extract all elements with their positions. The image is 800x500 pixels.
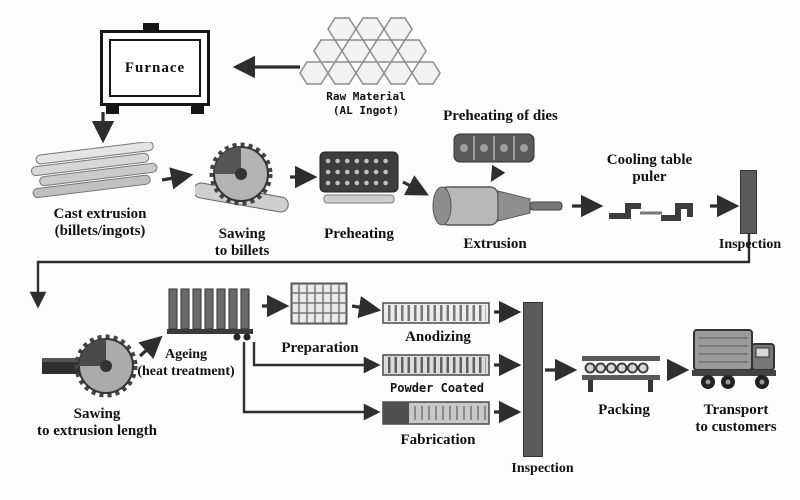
cooling-table-line1: Cooling table	[606, 152, 693, 168]
bundle-stand-icon	[582, 356, 660, 392]
furnace-icon: Furnace	[100, 23, 210, 114]
billet-heater-icon	[319, 151, 399, 204]
cast-extrusion-label: Cast extrusion (billets/ingots)	[30, 206, 170, 240]
preheating-label: Preheating	[324, 226, 394, 242]
transport-line1: Transport	[703, 402, 769, 418]
rack-grid-icon	[290, 282, 348, 325]
powder-rack-icon	[382, 354, 490, 376]
ageing-oven-icon	[167, 288, 253, 341]
sawing-billets-line1: Sawing	[218, 226, 266, 242]
preparation-label: Preparation	[281, 340, 359, 356]
cast-extrusion-line2: (billets/ingots)	[54, 223, 146, 239]
sawing-length-line2: to extrusion length	[37, 423, 157, 439]
ageing-label: Ageing (heat treatment)	[130, 346, 242, 380]
extrusion-press-icon	[432, 186, 563, 226]
sawing-billets-line2: to billets	[214, 243, 270, 259]
cast-extrusion-line1: Cast extrusion	[53, 206, 147, 222]
packing-label: Packing	[598, 402, 650, 418]
sawing-length-label: Sawing to extrusion length	[22, 406, 172, 440]
furnace-inner-box: Furnace	[109, 39, 201, 97]
ageing-line2: (heat treatment)	[137, 364, 235, 379]
inspection-1-label: Inspection	[718, 237, 782, 252]
die-oven-icon	[453, 133, 535, 163]
fabrication-label: Fabrication	[400, 432, 476, 448]
anodizing-label: Anodizing	[405, 329, 471, 345]
circular-saw-icon	[195, 142, 289, 213]
raw-material-line1: Raw Material	[326, 90, 406, 103]
inspection-bar-icon	[740, 170, 757, 234]
cutoff-saw-icon	[42, 334, 138, 398]
fabrication-bench-icon	[382, 401, 490, 425]
cooling-table-line2: puler	[632, 169, 667, 185]
inspection-2-label: Inspection	[511, 461, 574, 476]
cooling-table-label: Cooling table puler	[592, 152, 707, 186]
raw-material-label: Raw Material (AL Ingot)	[296, 90, 436, 118]
transport-line2: to customers	[695, 419, 777, 435]
arrow-preparation-to-anodizing	[351, 296, 382, 319]
raw-material-line2: (AL Ingot)	[332, 104, 400, 117]
transport-label: Transport to customers	[676, 402, 796, 436]
ingot-pile-icon	[299, 17, 441, 85]
powder-coated-label: Powder Coated	[390, 381, 484, 395]
arrow-inspection-to-sawing	[29, 234, 751, 309]
truck-icon	[692, 329, 776, 389]
preheating-dies-label: Preheating of dies	[443, 108, 558, 124]
furnace-label: Furnace	[124, 59, 186, 76]
arrow-preheating-to-extrusion	[402, 175, 429, 196]
ageing-line1: Ageing	[165, 347, 207, 362]
furnace-foot	[106, 104, 119, 114]
billet-stack-icon	[30, 142, 158, 199]
sawing-billets-label: Sawing to billets	[196, 226, 288, 260]
furnace-foot	[191, 104, 204, 114]
furnace-chimney	[143, 23, 159, 32]
inspection-bar-icon	[523, 302, 543, 457]
sawing-length-line1: Sawing	[73, 406, 121, 422]
puller-icon	[609, 203, 693, 221]
anodizing-rack-icon	[382, 302, 490, 324]
extrusion-label: Extrusion	[463, 236, 527, 252]
